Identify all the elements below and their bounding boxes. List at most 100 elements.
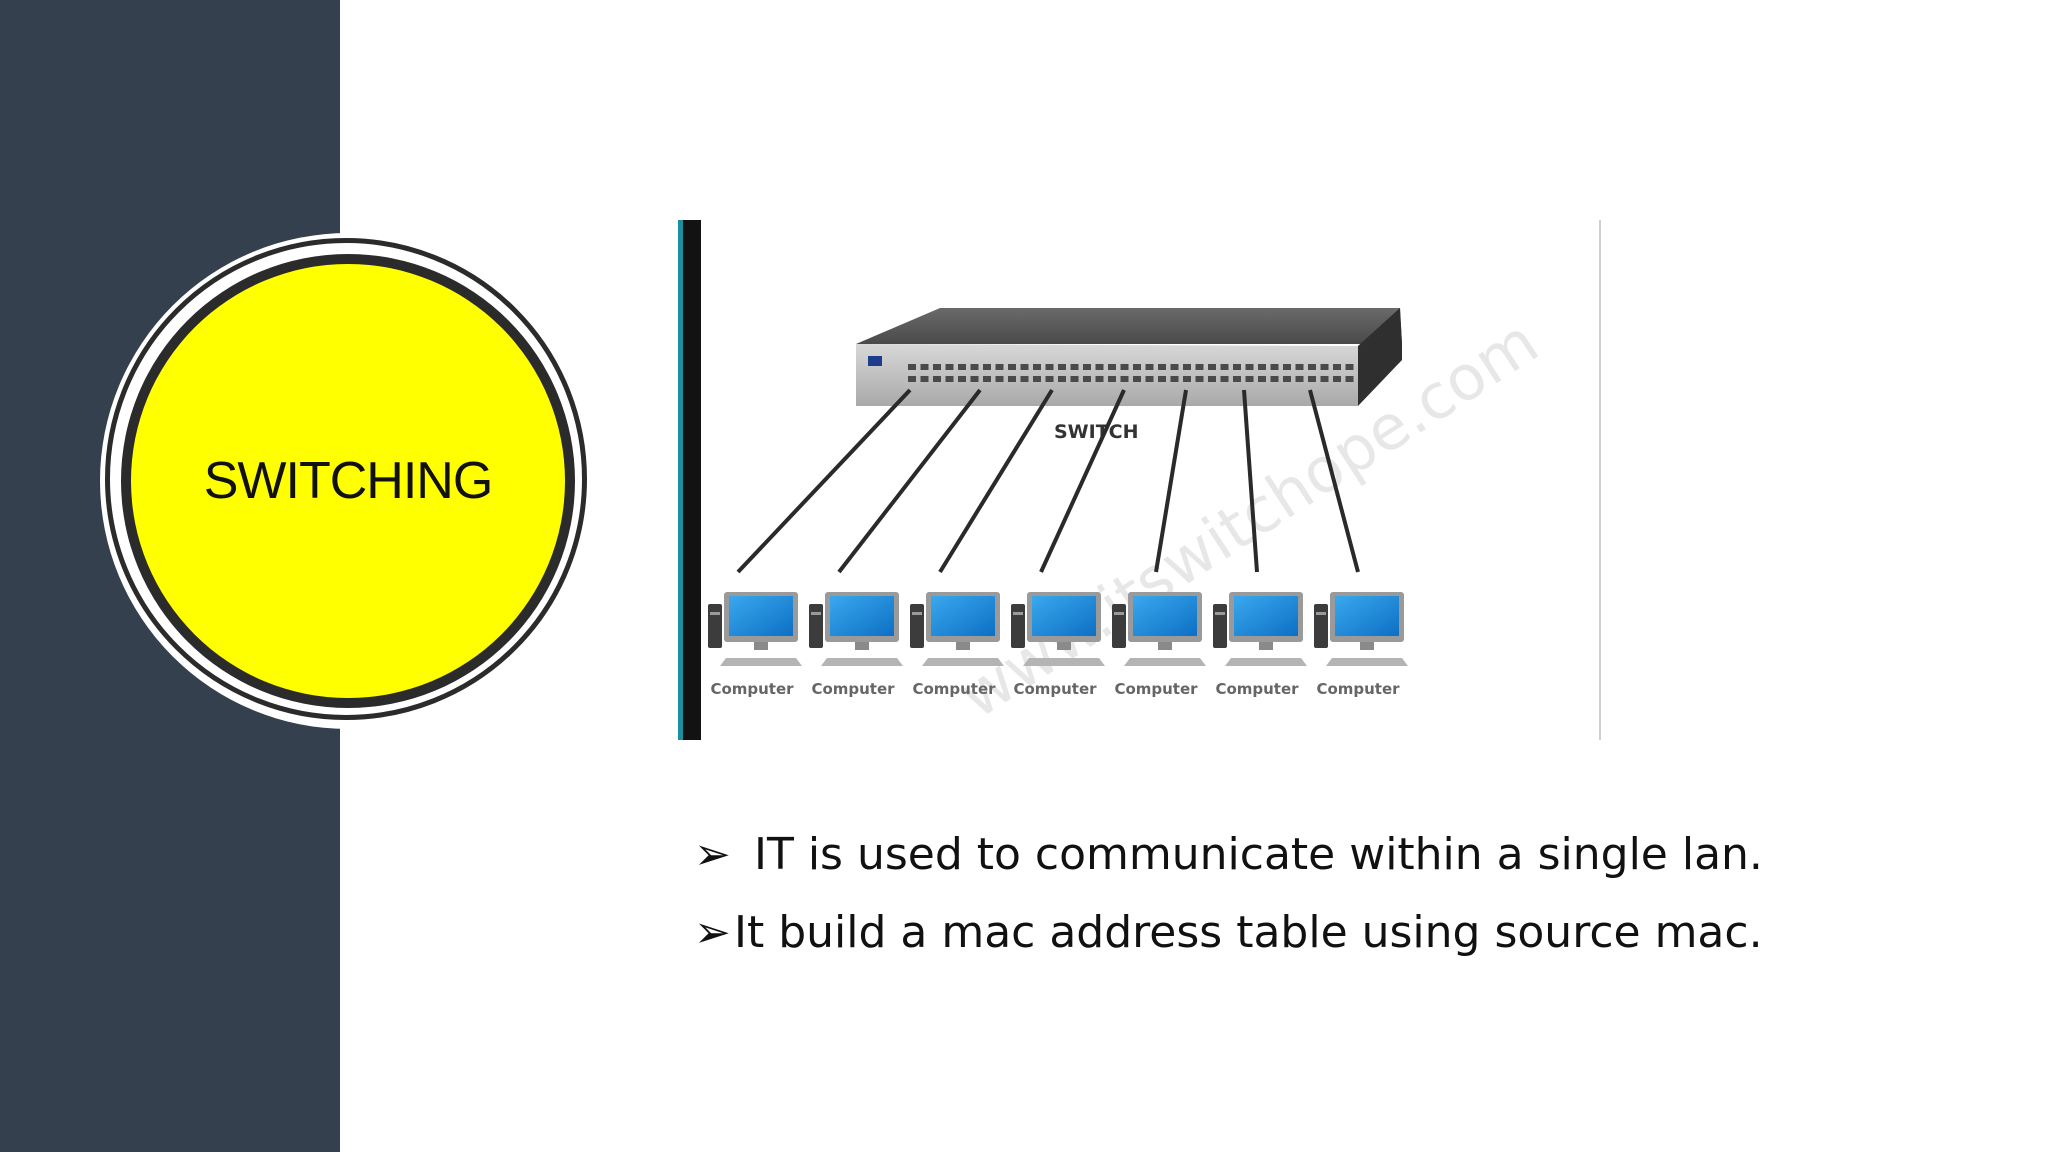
switch-port [1295, 376, 1304, 382]
switch-port [1195, 364, 1204, 370]
bullet-text-1: IT is used to communicate within a singl… [740, 829, 1763, 880]
computer-icon: Computer [1213, 592, 1307, 698]
computer-label: Computer [1013, 680, 1097, 698]
switch-port [1045, 376, 1054, 382]
switch-port [1058, 364, 1066, 370]
switch-port [1245, 364, 1254, 370]
switch-port [933, 376, 941, 382]
switch-port [1170, 376, 1179, 382]
switch-port [1133, 376, 1141, 382]
switch-port [1333, 376, 1341, 382]
computer-label: Computer [710, 680, 794, 698]
switch-port [908, 364, 916, 370]
switch-port [1045, 364, 1054, 370]
network-link [938, 388, 1054, 574]
switch-port [1020, 364, 1029, 370]
switch-port [1345, 376, 1354, 382]
switch-port [1283, 364, 1291, 370]
switch-port [1033, 364, 1041, 370]
switch-port [970, 364, 979, 370]
switch-port [1320, 364, 1329, 370]
switch-port [1270, 364, 1279, 370]
switch-port [920, 376, 929, 382]
switch-port [1320, 376, 1329, 382]
switch-port [958, 364, 966, 370]
network-link [1308, 389, 1360, 573]
computer-icon: Computer [1011, 592, 1105, 698]
switch-port [908, 376, 916, 382]
computer-icon: Computer [708, 592, 802, 698]
switch-port [1058, 376, 1066, 382]
title-circle: SWITCHING [131, 264, 565, 698]
switch-port [1083, 364, 1091, 370]
switch-port [1108, 364, 1116, 370]
arrow-bullet-icon: ➢ [694, 829, 731, 880]
switch-port [1170, 364, 1179, 370]
switch-port [1233, 364, 1241, 370]
switch-port [1008, 376, 1016, 382]
switch-port [1333, 364, 1341, 370]
computer-label: Computer [811, 680, 895, 698]
switch-port [1208, 376, 1216, 382]
title-ring-line [105, 238, 587, 720]
computer-icon: Computer [1112, 592, 1206, 698]
switch-port [920, 364, 929, 370]
network-link [837, 388, 982, 574]
switch-port [1258, 376, 1266, 382]
network-link [1154, 389, 1188, 573]
bullet-item-1: ➢ IT is used to communicate within a sin… [694, 816, 1994, 894]
network-link [1242, 389, 1259, 573]
switch-port [1233, 376, 1241, 382]
switch-device-icon [856, 308, 1402, 406]
computer-icon: Computer [809, 592, 903, 698]
switch-port [1308, 376, 1316, 382]
bullet-text-2: It build a mac address table using sourc… [734, 907, 1763, 958]
switch-port [1208, 364, 1216, 370]
computer-label: Computer [912, 680, 996, 698]
switch-port [958, 376, 966, 382]
bullet-list: ➢ IT is used to communicate within a sin… [694, 816, 1994, 972]
switch-port [1020, 376, 1029, 382]
switch-port [1008, 364, 1016, 370]
computer-icon: Computer [1314, 592, 1408, 698]
switch-port [1095, 364, 1104, 370]
switch-port [1145, 364, 1154, 370]
switch-port [1158, 376, 1166, 382]
switch-port [1033, 376, 1041, 382]
switch-port [1133, 364, 1141, 370]
switch-port [1220, 376, 1229, 382]
switch-port [1120, 376, 1129, 382]
network-link [736, 388, 912, 574]
switch-port [1345, 364, 1354, 370]
switch-port [1258, 364, 1266, 370]
network-links [736, 388, 1360, 574]
computer-label: Computer [1316, 680, 1400, 698]
computer-icon: Computer [910, 592, 1004, 698]
switch-port [1220, 364, 1229, 370]
switch-port [983, 376, 991, 382]
diagram-edge-dark [683, 220, 701, 740]
switch-port [1245, 376, 1254, 382]
switch-port [970, 376, 979, 382]
switch-port [1183, 376, 1191, 382]
switch-port [983, 364, 991, 370]
network-link [1039, 389, 1126, 573]
switch-port [945, 376, 954, 382]
switch-port [1108, 376, 1116, 382]
switch-port [1283, 376, 1291, 382]
computer-label: Computer [1215, 680, 1299, 698]
slide-title: SWITCHING [203, 452, 494, 510]
switch-port [1308, 364, 1316, 370]
switch-port [1295, 364, 1304, 370]
switch-port [1270, 376, 1279, 382]
bullet-item-2: ➢It build a mac address table using sour… [694, 894, 1994, 972]
switch-port [945, 364, 954, 370]
switch-port [1195, 376, 1204, 382]
switch-port [1083, 376, 1091, 382]
switch-port [1070, 376, 1079, 382]
switch-port [1120, 364, 1129, 370]
switch-label: SWITCH [1054, 421, 1139, 443]
switch-port [995, 364, 1004, 370]
